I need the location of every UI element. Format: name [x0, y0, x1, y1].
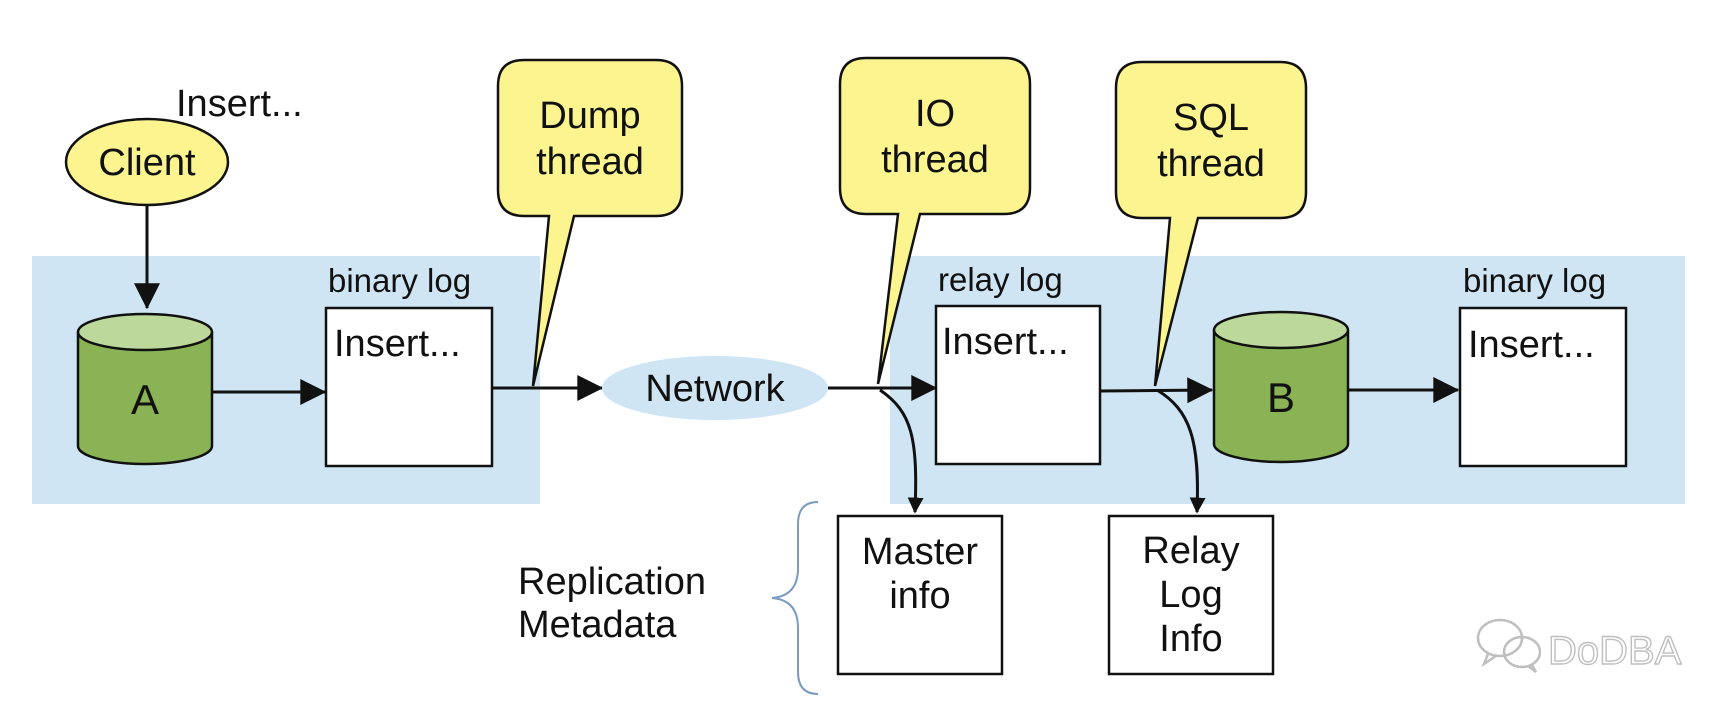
relay-log-entry: Insert...: [942, 321, 1069, 363]
master-info-box[interactable]: [836, 514, 1004, 676]
watermark-text: DoDBA: [1548, 629, 1682, 673]
database-b-body: [1212, 330, 1350, 464]
sql-thread-bubble: [1114, 60, 1308, 387]
io-thread-line2: thread: [881, 139, 989, 181]
relay-log-info-box[interactable]: [1107, 514, 1275, 676]
network-label: Network: [645, 368, 785, 410]
database-a-body: [76, 332, 214, 466]
database-a-top: [76, 312, 214, 352]
slave-binlog-box[interactable]: [1458, 306, 1628, 468]
dump-thread-line1: Dump: [539, 95, 640, 137]
database-a-label: A: [131, 376, 159, 423]
dump-thread-line2: thread: [536, 141, 644, 183]
metadata-title-line1: Replication: [518, 561, 706, 603]
database-b-label: B: [1267, 374, 1295, 421]
database-b[interactable]: B: [1212, 310, 1350, 464]
io-thread-bubble: [838, 56, 1032, 385]
io-thread-line1: IO: [915, 93, 955, 135]
relay-log-info-line2: Log: [1159, 574, 1222, 616]
relay-log-info-line3: Info: [1159, 618, 1222, 660]
dump-thread-callout[interactable]: Dump thread: [496, 58, 684, 387]
relay-log-box[interactable]: [934, 304, 1102, 466]
client-action-label: Insert...: [176, 83, 303, 125]
slave-binlog-entry: Insert...: [1468, 324, 1595, 366]
slave-binlog-label: binary log: [1463, 262, 1606, 299]
io-thread-callout[interactable]: IO thread: [838, 56, 1032, 385]
relay-log-label: relay log: [938, 261, 1063, 298]
relay-log-info-line1: Relay: [1142, 530, 1239, 572]
wechat-icon: [1476, 618, 1542, 673]
master-binlog-label: binary log: [328, 262, 471, 299]
sql-thread-callout[interactable]: SQL thread: [1114, 60, 1308, 387]
sql-to-relay-info-arrow: [1156, 388, 1206, 514]
sql-thread-line1: SQL: [1173, 97, 1249, 139]
database-b-top: [1212, 310, 1350, 350]
io-to-master-info-arrow: [879, 388, 924, 514]
watermark: DoDBA: [1476, 618, 1682, 674]
metadata-brace: [771, 501, 819, 695]
master-info-line1: Master: [862, 531, 978, 573]
network-node[interactable]: [602, 356, 828, 420]
relaylog-to-b-arrow: [1099, 377, 1214, 404]
master-binlog-entry: Insert...: [334, 323, 461, 365]
master-binlog-box[interactable]: [324, 306, 494, 468]
metadata-title-line2: Metadata: [518, 604, 677, 646]
sql-thread-line2: thread: [1157, 143, 1265, 185]
client-label: Client: [98, 142, 196, 184]
master-info-line2: info: [889, 575, 950, 617]
database-a[interactable]: A: [76, 312, 214, 466]
dump-thread-bubble: [496, 58, 684, 387]
